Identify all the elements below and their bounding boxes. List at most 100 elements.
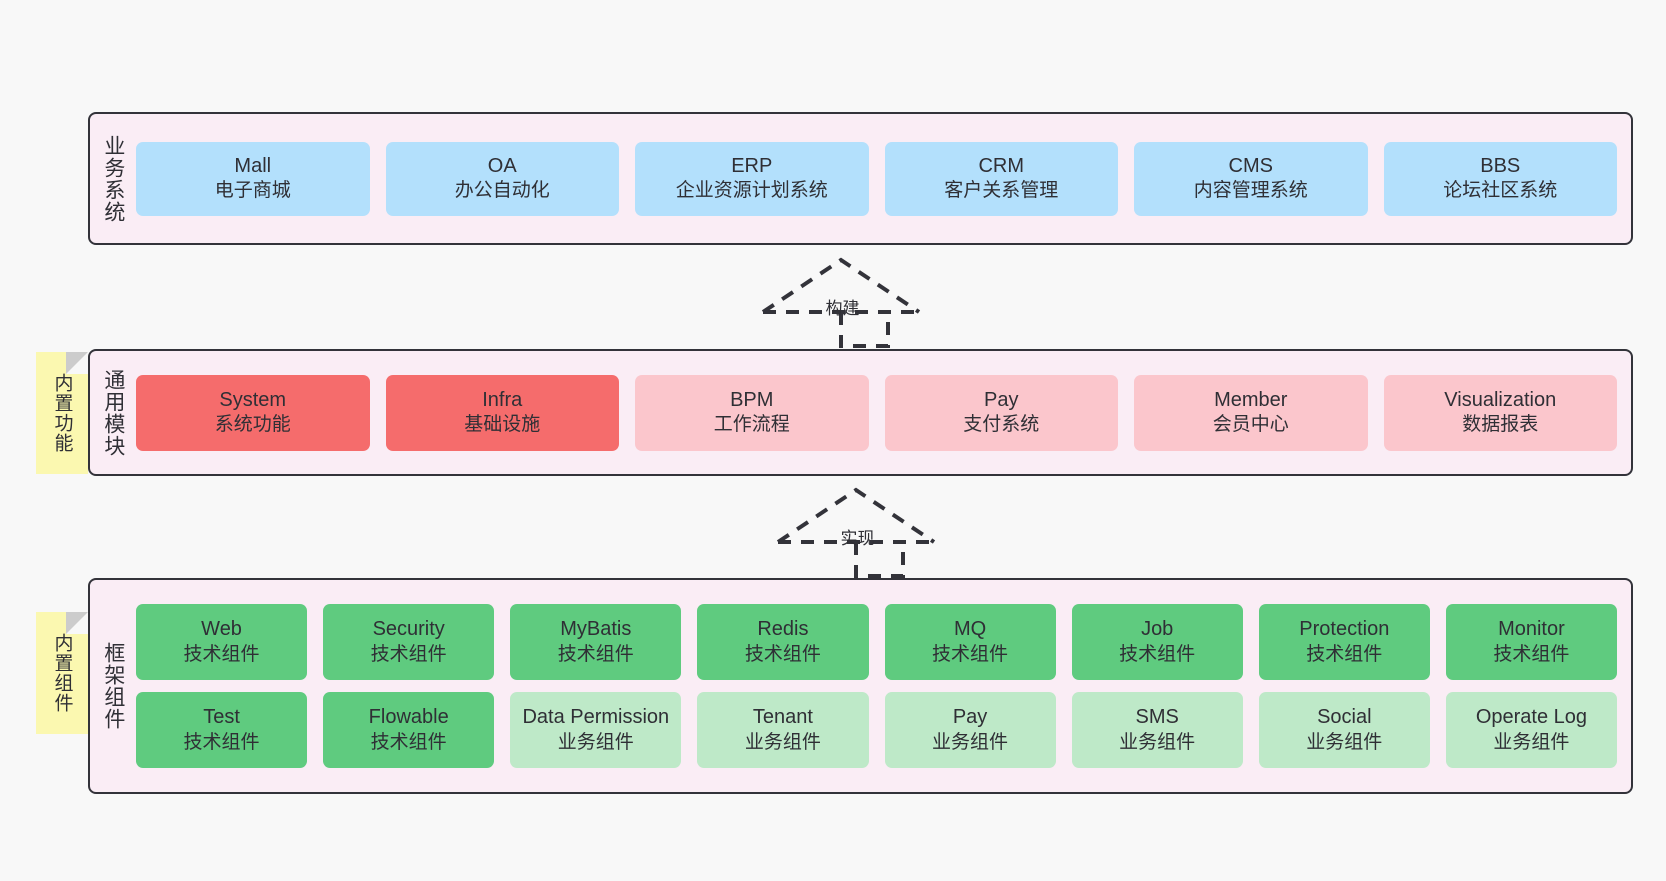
card-member[interactable]: Member 会员中心 [1134, 374, 1368, 451]
card-title-en: Mall [234, 154, 272, 177]
card-title-en: MyBatis [560, 618, 632, 641]
card-title-en: Redis [757, 618, 809, 641]
card-title-cn: 工作流程 [713, 414, 790, 436]
sticky-note-label: 内置功能 [51, 373, 73, 453]
card-sms[interactable]: SMS 业务组件 [1071, 692, 1243, 768]
card-group-framework-components: Web 技术组件 Security 技术组件 MyBatis 技术组件 Redi… [136, 604, 1631, 768]
card-title-cn: 支付系统 [963, 414, 1040, 436]
card-title-en: Tenant [752, 706, 813, 729]
card-title-en: Member [1214, 388, 1288, 411]
card-cms[interactable]: CMS 内容管理系统 [1134, 141, 1368, 216]
layer-common-modules: 通用模块 System 系统功能 Infra 基础设施 BPM 工作流程 Pay… [88, 349, 1633, 476]
card-row: Test 技术组件 Flowable 技术组件 Data Permission … [136, 692, 1617, 768]
card-title-cn: 办公自动化 [454, 180, 550, 202]
card-mybatis[interactable]: MyBatis 技术组件 [510, 604, 682, 680]
card-title-en: ERP [731, 154, 773, 177]
card-title-en: Flowable [368, 706, 449, 729]
sticky-note-builtin-components: 内置组件 [36, 612, 88, 734]
card-data-permission[interactable]: Data Permission 业务组件 [510, 692, 682, 768]
card-title-en: BBS [1480, 154, 1521, 177]
card-title-en: MQ [953, 618, 987, 641]
card-title-cn: 业务组件 [557, 731, 634, 753]
card-title-cn: 业务组件 [1493, 731, 1570, 753]
card-title-cn: 电子商城 [214, 180, 291, 202]
card-oa[interactable]: OA 办公自动化 [385, 141, 619, 216]
card-security[interactable]: Security 技术组件 [323, 604, 495, 680]
card-title-cn: 内容管理系统 [1193, 180, 1308, 202]
card-title-en: Social [1317, 706, 1372, 729]
sticky-note-builtin-features: 内置功能 [36, 352, 88, 474]
card-title-en: SMS [1135, 706, 1179, 729]
card-title-cn: 业务组件 [1306, 731, 1383, 753]
card-crm[interactable]: CRM 客户关系管理 [884, 141, 1118, 216]
card-pay-component[interactable]: Pay 业务组件 [884, 692, 1056, 768]
card-title-cn: 业务组件 [1119, 731, 1196, 753]
connector-implement: 实现 [776, 486, 936, 578]
card-mall[interactable]: Mall 电子商城 [136, 141, 370, 216]
connector-label-implement: 实现 [840, 529, 875, 548]
card-title-en: Infra [482, 388, 523, 411]
card-flowable[interactable]: Flowable 技术组件 [323, 692, 495, 768]
card-title-cn: 技术组件 [1306, 643, 1383, 665]
sticky-note-label: 内置组件 [51, 633, 73, 713]
card-title-cn: 论坛社区系统 [1443, 180, 1558, 202]
card-social[interactable]: Social 业务组件 [1258, 692, 1430, 768]
card-title-cn: 数据报表 [1462, 414, 1539, 436]
card-title-cn: 技术组件 [370, 731, 447, 753]
card-title-en: Test [203, 706, 240, 729]
card-row: Web 技术组件 Security 技术组件 MyBatis 技术组件 Redi… [136, 604, 1617, 680]
card-title-en: System [219, 388, 287, 411]
card-infra[interactable]: Infra 基础设施 [385, 374, 619, 451]
card-title-cn: 技术组件 [932, 643, 1009, 665]
layer-label-framework-components: 框架组件 [101, 642, 125, 730]
card-system[interactable]: System 系统功能 [136, 374, 370, 451]
card-test[interactable]: Test 技术组件 [136, 692, 308, 768]
card-group-business-systems: Mall 电子商城 OA 办公自动化 ERP 企业资源计划系统 CRM 客户关系… [136, 141, 1631, 216]
card-title-cn: 技术组件 [744, 643, 821, 665]
connector-label-build: 构建 [825, 299, 860, 318]
card-monitor[interactable]: Monitor 技术组件 [1445, 604, 1617, 680]
card-row: System 系统功能 Infra 基础设施 BPM 工作流程 Pay 支付系统… [136, 374, 1617, 451]
card-erp[interactable]: ERP 企业资源计划系统 [635, 141, 869, 216]
card-title-en: Web [201, 618, 242, 641]
card-bbs[interactable]: BBS 论坛社区系统 [1383, 141, 1617, 216]
card-title-cn: 技术组件 [1493, 643, 1570, 665]
card-title-cn: 技术组件 [370, 643, 447, 665]
dashed-generalization-arrow-icon [776, 487, 936, 578]
card-title-en: BPM [730, 388, 774, 411]
card-title-en: CRM [978, 154, 1025, 177]
card-title-cn: 技术组件 [557, 643, 634, 665]
card-redis[interactable]: Redis 技术组件 [697, 604, 869, 680]
card-title-en: Protection [1299, 618, 1390, 641]
card-job[interactable]: Job 技术组件 [1071, 604, 1243, 680]
card-title-cn: 企业资源计划系统 [675, 180, 828, 202]
card-row: Mall 电子商城 OA 办公自动化 ERP 企业资源计划系统 CRM 客户关系… [136, 141, 1617, 216]
card-title-en: Data Permission [522, 706, 670, 729]
layer-label-common-modules: 通用模块 [101, 368, 125, 457]
card-title-cn: 技术组件 [183, 643, 260, 665]
card-title-cn: 业务组件 [932, 731, 1009, 753]
card-title-en: Pay [952, 706, 988, 729]
layer-framework-components: 框架组件 Web 技术组件 Security 技术组件 MyBatis 技术组件… [88, 578, 1633, 794]
card-pay[interactable]: Pay 支付系统 [884, 374, 1118, 451]
card-title-cn: 基础设施 [464, 414, 541, 436]
card-bpm[interactable]: BPM 工作流程 [635, 374, 869, 451]
card-mq[interactable]: MQ 技术组件 [884, 604, 1056, 680]
card-title-cn: 技术组件 [183, 731, 260, 753]
card-title-en: Job [1141, 618, 1174, 641]
card-title-cn: 技术组件 [1119, 643, 1196, 665]
card-title-en: OA [487, 154, 517, 177]
card-title-cn: 业务组件 [744, 731, 821, 753]
card-title-en: Visualization [1444, 388, 1557, 411]
card-tenant[interactable]: Tenant 业务组件 [697, 692, 869, 768]
card-web[interactable]: Web 技术组件 [136, 604, 308, 680]
card-visualization[interactable]: Visualization 数据报表 [1383, 374, 1617, 451]
card-protection[interactable]: Protection 技术组件 [1258, 604, 1430, 680]
card-title-en: Pay [984, 388, 1019, 411]
card-operate-log[interactable]: Operate Log 业务组件 [1445, 692, 1617, 768]
dashed-generalization-arrow-icon [761, 257, 921, 348]
connector-build: 构建 [761, 256, 921, 348]
card-title-cn: 客户关系管理 [944, 180, 1059, 202]
card-title-en: Security [372, 618, 445, 641]
